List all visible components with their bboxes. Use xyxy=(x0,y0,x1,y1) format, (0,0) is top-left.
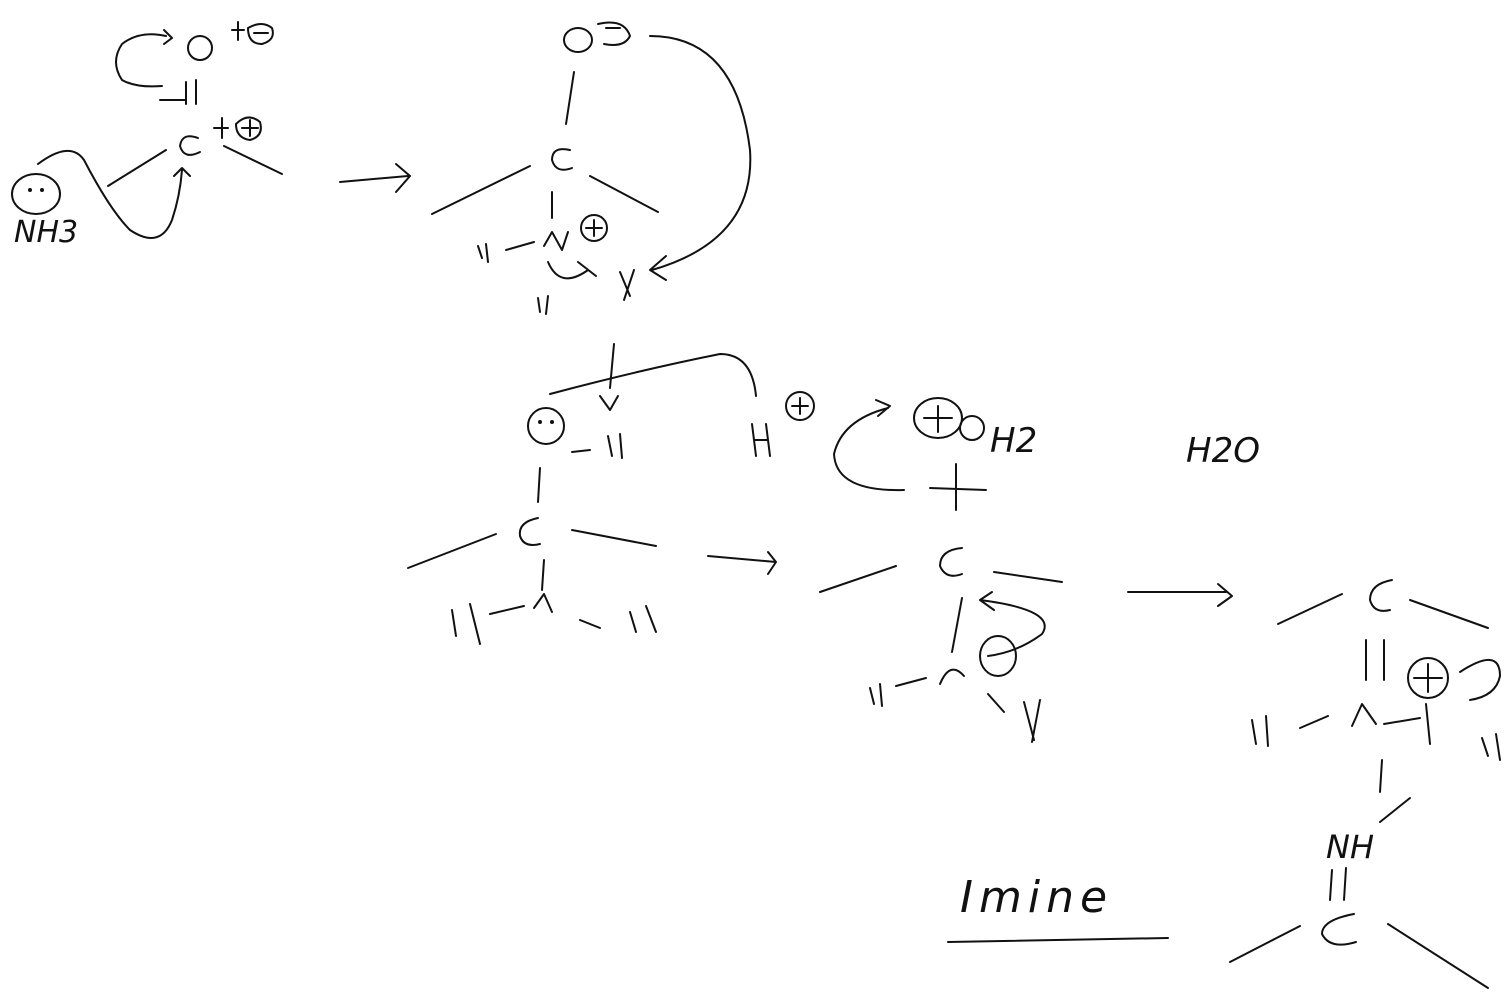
bond-c-o xyxy=(929,463,987,511)
hydrogen-right xyxy=(579,605,657,633)
hydrogen-right xyxy=(987,693,1041,743)
positive-charge xyxy=(1407,657,1449,699)
bond-right xyxy=(1387,923,1489,989)
step6-imine: NH xyxy=(1229,797,1489,989)
reaction-arrow-3 xyxy=(707,551,777,575)
lone-pair-arrow xyxy=(547,261,597,280)
bond-left xyxy=(407,533,497,569)
carbon-atom xyxy=(551,148,573,171)
bond-n-h-right xyxy=(1383,703,1431,745)
bond-left xyxy=(431,165,531,215)
nitrogen-atom xyxy=(939,668,965,685)
oxygen-atom xyxy=(563,27,593,53)
curved-arrow-lone-pair xyxy=(979,591,1046,657)
plus-sign xyxy=(791,397,809,415)
plus-sign xyxy=(1413,663,1443,693)
oxygen-atom xyxy=(959,415,985,441)
lone-pair-circle xyxy=(11,173,61,215)
caption-underline xyxy=(947,937,1169,943)
bond-c-n xyxy=(951,597,963,653)
water-label: H2 xyxy=(990,421,1037,461)
hydrogen-ion xyxy=(751,423,771,457)
reaction-arrow-1 xyxy=(339,163,411,193)
plus-sign xyxy=(923,405,953,433)
positive-charge xyxy=(785,391,815,421)
bond-c-o xyxy=(565,71,575,125)
reaction-arrow-5 xyxy=(1379,759,1383,793)
step3-carbinolamine xyxy=(407,353,815,645)
hydrogen-right xyxy=(1481,733,1501,761)
bond-right xyxy=(571,529,657,547)
water-product-label: H2O xyxy=(1186,431,1260,471)
hydrogen-right xyxy=(619,269,635,301)
step5-iminium xyxy=(1251,579,1501,793)
lone-pair-dot xyxy=(550,420,554,424)
plus-sign xyxy=(585,219,603,237)
bond-left xyxy=(1277,593,1343,625)
curved-arrow-leaving-group xyxy=(833,399,905,492)
negative-charge xyxy=(597,21,631,46)
hydrogen-left xyxy=(451,603,525,645)
bond-right xyxy=(589,175,659,213)
bond-left xyxy=(1229,925,1301,963)
bond-right xyxy=(993,571,1063,583)
lone-pair-dot xyxy=(28,188,32,192)
double-bond-c-n xyxy=(1365,639,1385,681)
hydrogen-bottom xyxy=(537,295,549,315)
bond-c-n xyxy=(541,559,545,591)
imine-nh-label: NH xyxy=(1326,828,1374,866)
double-bond xyxy=(159,79,197,105)
step1-carbonyl: NH3 xyxy=(11,21,283,250)
bond-o-h xyxy=(571,433,623,459)
partial-negative-charge xyxy=(231,21,274,45)
oxygen-atom xyxy=(187,35,213,61)
ammonia-label: NH3 xyxy=(14,215,78,250)
lone-pair-dot xyxy=(538,420,542,424)
curved-arrow-n-attack xyxy=(37,150,191,239)
reaction-arrow-2 xyxy=(609,343,615,389)
curved-arrow-proton-transfer xyxy=(649,35,752,281)
nitrogen-lone-pair xyxy=(979,635,1017,677)
imine-title: Imine xyxy=(960,872,1113,923)
bond-c-o xyxy=(537,467,541,503)
double-bond-c-n xyxy=(1329,867,1347,901)
carbon-atom xyxy=(1369,579,1393,612)
nitrogen-atom xyxy=(543,231,569,251)
hydrogen-left xyxy=(477,243,489,263)
bond-n-h xyxy=(1379,797,1411,823)
curved-arrow-deprotonation xyxy=(1459,658,1501,701)
bond-left xyxy=(107,149,167,187)
reaction-arrow-4 xyxy=(1127,583,1233,607)
partial-positive-charge xyxy=(213,116,262,141)
step2-zwitterion xyxy=(431,21,752,315)
bond-left xyxy=(819,565,897,593)
carbon-atom xyxy=(518,517,541,546)
nitrogen-atom xyxy=(1351,703,1377,727)
hydrogen-left xyxy=(869,677,927,707)
carbon-atom xyxy=(939,547,963,577)
oxygen-atom-circle xyxy=(913,397,963,439)
nitrogen-atom xyxy=(533,593,553,613)
hydrogen-left xyxy=(1251,715,1329,747)
carbon-atom xyxy=(179,135,201,156)
oxygen-atom xyxy=(527,407,565,445)
bond-right xyxy=(223,145,283,175)
curved-arrow-pi-to-o xyxy=(115,29,173,88)
lone-pair-dot xyxy=(40,188,44,192)
positive-charge xyxy=(580,214,608,242)
step4-water-leaving: H2 xyxy=(819,397,1063,743)
bond-n-h-left xyxy=(505,241,535,251)
carbon-atom xyxy=(1321,913,1357,946)
bond-right xyxy=(1409,599,1489,629)
curved-arrow-protonation xyxy=(549,353,757,411)
